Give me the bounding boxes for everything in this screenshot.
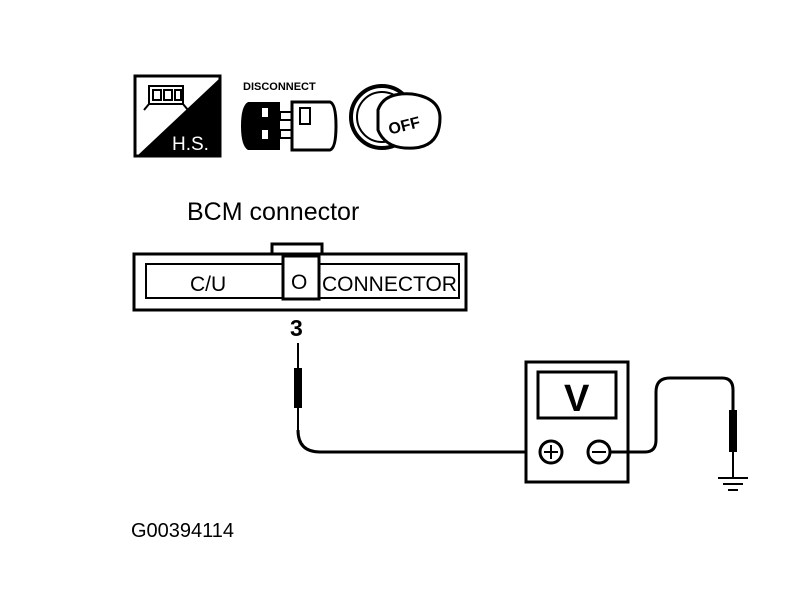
voltmeter: V	[524, 360, 630, 484]
figure-id: G00394114	[131, 520, 234, 542]
negative-lead-wire	[610, 376, 735, 454]
terminal-number: 3	[290, 315, 303, 341]
harness-connector-icon: H.S.	[133, 74, 222, 158]
positive-lead-wire	[296, 429, 538, 454]
ignition-off-icon: OFF	[349, 84, 442, 150]
positive-probe	[294, 343, 302, 430]
disconnect-label: DISCONNECT	[243, 81, 316, 93]
voltmeter-display: V	[564, 378, 590, 420]
disconnect-icon: DISCONNECT	[241, 81, 338, 152]
connector-right-label: CONNECTOR	[322, 273, 457, 296]
pin-cavity-symbol: O	[291, 271, 307, 294]
ground-probe	[729, 410, 737, 478]
connector-left-label: C/U	[190, 273, 226, 296]
ground-symbol-icon	[718, 477, 748, 491]
harness-icon-label: H.S.	[172, 134, 209, 155]
connector-plug-icon	[143, 85, 189, 111]
bcm-connector: O C/U CONNECTOR	[132, 242, 468, 312]
connector-title: BCM connector	[187, 198, 359, 226]
